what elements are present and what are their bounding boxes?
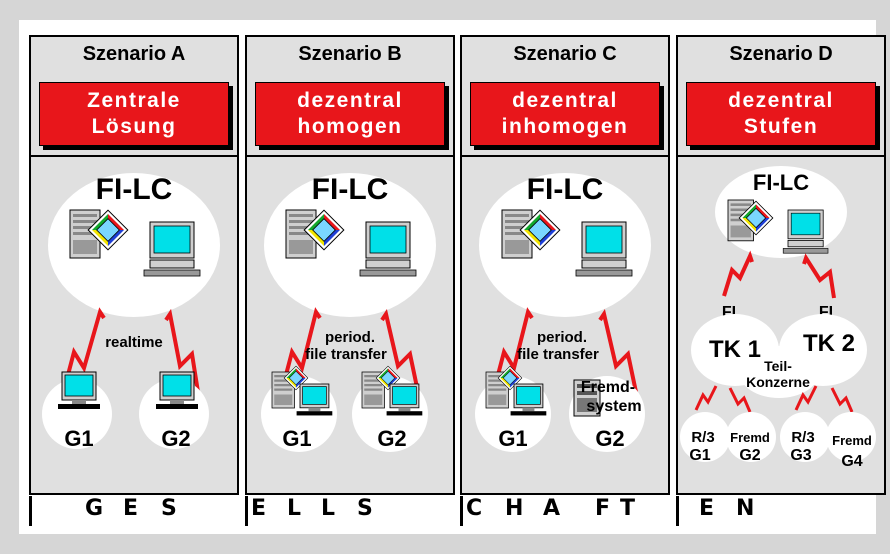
scenario-a-g1-label: G1: [64, 426, 93, 451]
scenario-d-leaf2-bubble: [726, 412, 776, 462]
scenario-a-banner: Zentrale Lösung: [39, 82, 229, 146]
scenario-d-leaf1-top: R/3: [691, 429, 714, 446]
footer-letter-5: L: [287, 496, 302, 521]
footer-divider: [29, 496, 32, 526]
scenario-b-link-label-line2: file transfer: [305, 346, 387, 363]
scenario-c-banner-line1: dezentral: [512, 89, 618, 112]
scenario-d-banner: dezentral Stufen: [686, 82, 876, 146]
scenario-d-leaf3-bottom: G3: [790, 447, 811, 464]
footer-divider: [245, 496, 248, 526]
scenario-a-link-label: realtime: [105, 334, 163, 351]
footer-letter-11: F: [595, 496, 611, 521]
scenario-d-link-g2-icon: [728, 387, 752, 413]
footer-letter-6: L: [321, 496, 336, 521]
scenario-d-leaf3-bubble: [780, 412, 830, 462]
scenario-c-workstation-icon: [575, 221, 633, 277]
scenario-d-title: Szenario D: [729, 43, 833, 65]
scenario-b-title: Szenario B: [298, 43, 402, 65]
scenario-c-foreign-system-icon: [573, 379, 601, 417]
scenario-b-separator: [247, 155, 453, 157]
footer-divider: [676, 496, 679, 526]
footer-letter-2: E: [123, 496, 139, 521]
scenario-b-system-label: FI-LC: [312, 173, 389, 206]
scenario-c-link-g2-icon: [598, 309, 638, 393]
scenario-c-link-g1-icon: [492, 307, 534, 391]
scenario-d-system-label: FI-LC: [753, 170, 809, 195]
footer-letter-8: C: [466, 496, 483, 521]
scenario-c-banner-line2: inhomogen: [501, 115, 629, 138]
scenario-c-system-label: FI-LC: [527, 173, 604, 206]
scenario-d-leaf2-bottom: G2: [739, 447, 760, 464]
footer-letter-13: E: [699, 496, 715, 521]
scenario-c-g1-label: G1: [498, 426, 527, 451]
scenario-b-workstation-icon: [359, 221, 417, 277]
scenario-d-group-bubble: [739, 346, 819, 398]
scenario-d-separator: [678, 155, 884, 157]
scenario-a-g2-label: G2: [161, 426, 190, 451]
footer-divider: [460, 496, 463, 526]
scenario-c-link-label-line2: file transfer: [517, 346, 599, 363]
scenario-d-leaf3-top: R/3: [791, 429, 814, 446]
scenario-d-leaf4-top: Fremd: [832, 433, 872, 448]
scenario-d-group-label-line1: Teil-: [764, 358, 792, 374]
scenario-d-link-g4-icon: [830, 387, 854, 413]
scenario-a-system-label: FI-LC: [96, 173, 173, 206]
scenario-d-banner-line2: Stufen: [743, 115, 819, 138]
scenario-d-link-tk1-icon: [722, 250, 754, 297]
scenario-a-banner-line1: Zentrale: [87, 89, 181, 112]
scenario-d-link-tk2-icon: [802, 253, 836, 299]
footer-letter-10: A: [543, 496, 561, 521]
scenario-d-group-label-line2: Konzerne: [746, 374, 810, 390]
scenario-a-system-bubble: [48, 173, 220, 317]
footer-letter-1: G: [85, 496, 104, 521]
scenario-d-tk2-label: TK 2: [803, 330, 855, 357]
scenario-b-g2-label: G2: [377, 426, 406, 451]
scenario-b-banner-line1: dezentral: [297, 89, 403, 112]
scenario-b-link-g1-icon: [280, 307, 322, 391]
scenario-b-g1-label: G1: [282, 426, 311, 451]
scenario-c-foreign-label-line2: system: [586, 398, 641, 415]
scenario-a-workstation-icon: [143, 221, 201, 277]
scenario-c-title: Szenario C: [513, 43, 617, 65]
scenario-d-link-g1-icon: [694, 385, 718, 411]
scenario-c-system-bubble: [479, 173, 651, 317]
scenario-b-banner: dezentral homogen: [255, 82, 445, 146]
scenario-a-link-g2-icon: [164, 308, 200, 393]
footer-letter-9: H: [505, 496, 524, 521]
scenario-c-g2-label: G2: [595, 426, 624, 451]
scenario-d-tk1-label: TK 1: [709, 336, 761, 363]
scenario-a-title: Szenario A: [82, 43, 186, 65]
scenario-b-system-bubble: [264, 173, 436, 317]
scenario-c-separator: [462, 155, 668, 157]
scenario-d-leaf4-bubble: [826, 412, 876, 462]
scenario-d-workstation-icon: [782, 209, 829, 254]
scenario-c-link-label-line1: period.: [537, 329, 587, 346]
scenario-d-leaf1-bottom: G1: [689, 447, 710, 464]
scenario-b-link-g2-icon: [380, 309, 420, 393]
footer-letter-4: E: [251, 496, 267, 521]
scenario-d-leaf2-top: Fremd: [730, 430, 770, 445]
footer-letter-7: S: [357, 496, 373, 521]
scenario-c-foreign-label-line1: Fremd-: [581, 379, 635, 396]
scenario-b-banner-line2: homogen: [297, 115, 403, 138]
scenario-b-link-label-line1: period.: [325, 329, 375, 346]
scenario-d-leaf1-bubble: [680, 412, 730, 462]
footer-letter-3: S: [161, 496, 177, 521]
footer-letter-14: N: [736, 496, 755, 521]
scenario-d-banner-line1: dezentral: [728, 89, 834, 112]
footer-letter-12: T: [620, 496, 636, 521]
scenario-d-leaf4-bottom: G4: [841, 453, 862, 470]
scenario-a-link-g1-icon: [62, 307, 106, 391]
scenario-a-separator: [31, 155, 237, 157]
scenario-c-banner: dezentral inhomogen: [470, 82, 660, 146]
scenario-d-link-g3-icon: [794, 385, 818, 411]
scenario-a-banner-line2: Lösung: [91, 115, 177, 138]
